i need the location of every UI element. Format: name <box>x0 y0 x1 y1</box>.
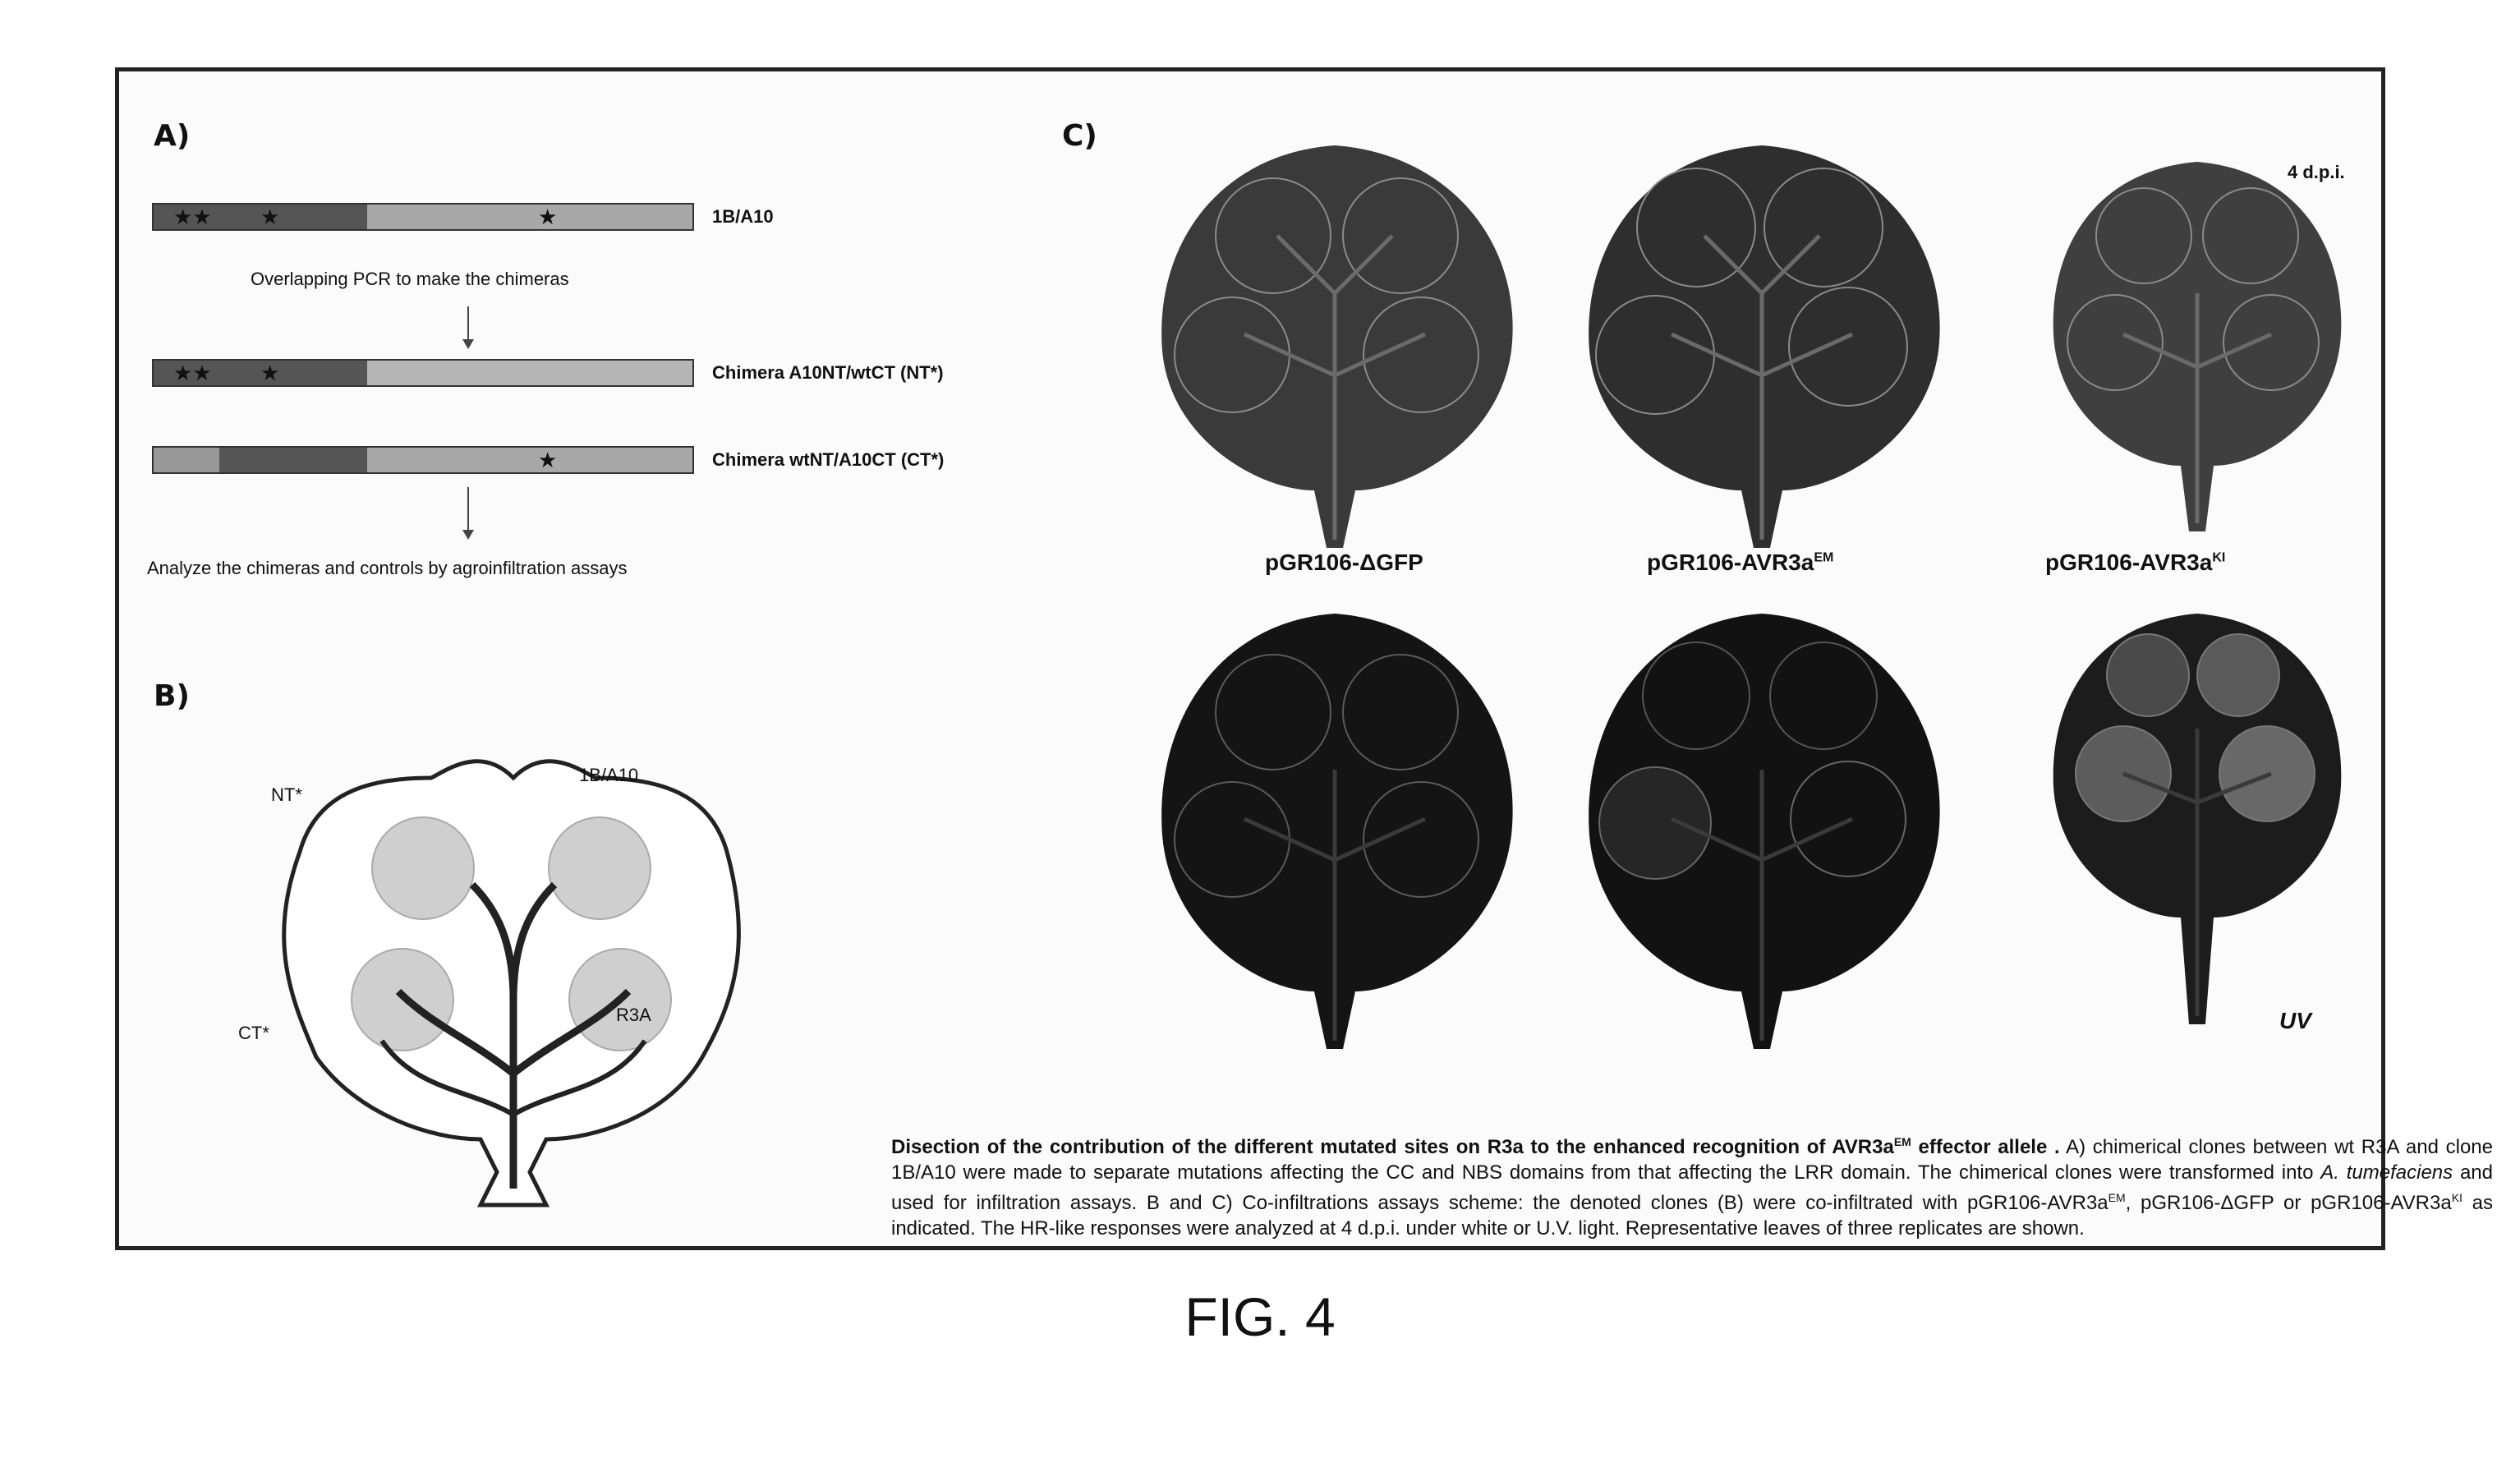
leaf-ki-uv <box>2053 614 2342 1024</box>
panel-a-label: A) <box>154 119 190 153</box>
mutation-star-icon: ★ <box>538 448 557 472</box>
construct-bar-ct: ★ <box>152 446 694 474</box>
mutation-star-icon: ★★ <box>173 205 212 229</box>
leaf-label-ki: pGR106-AVR3aKI <box>2045 550 2225 576</box>
uv-label: UV <box>2279 1008 2311 1034</box>
leaf-ki-white <box>2053 162 2342 531</box>
leaf-dgfp-uv <box>1161 614 1512 1049</box>
construct-bar-nt: ★★ ★ <box>152 359 694 387</box>
arrowhead-icon <box>462 530 474 540</box>
panel-b-label: B) <box>154 679 190 713</box>
leaf-em-uv <box>1589 614 1939 1049</box>
ct-label: CT* <box>238 1023 269 1044</box>
leaf-photos-white-light <box>1138 129 2419 556</box>
b1a10-label: 1B/A10 <box>579 765 638 786</box>
r3a-label: R3A <box>616 1005 651 1026</box>
leaf-label-em: pGR106-AVR3aEM <box>1647 550 1833 576</box>
leaf-dgfp-white <box>1161 145 1512 548</box>
analyze-text: Analyze the chimeras and controls by agr… <box>147 558 628 579</box>
panel-c-label: C) <box>1062 119 1097 153</box>
mutation-star-icon: ★ <box>260 205 279 229</box>
mutation-star-icon: ★ <box>538 205 557 229</box>
arrow-down-icon <box>467 487 469 533</box>
leaf-em-white <box>1589 145 1939 548</box>
arrowhead-icon <box>462 339 474 349</box>
overlapping-pcr-text: Overlapping PCR to make the chimeras <box>251 269 569 290</box>
figure-number: FIG. 4 <box>0 1286 2520 1348</box>
leaf-label-dgfp: pGR106-ΔGFP <box>1265 550 1423 576</box>
arrow-down-icon <box>467 306 469 343</box>
caption-title: Disection of the contribution of the dif… <box>891 1136 2060 1158</box>
mutation-star-icon: ★★ <box>173 361 212 385</box>
bar-nt-label: Chimera A10NT/wtCT (NT*) <box>712 362 944 384</box>
nt-label: NT* <box>271 784 302 806</box>
construct-bar-1b-a10: ★★ ★ ★ <box>152 203 694 231</box>
infiltration-scheme-leaf <box>267 729 760 1221</box>
figure-frame: A) ★★ ★ ★ 1B/A10 Overlapping PCR to make… <box>115 67 2385 1250</box>
figure-caption: Disection of the contribution of the dif… <box>891 1129 2493 1241</box>
leaf-photos-uv-light <box>1138 597 2419 1057</box>
mutation-star-icon: ★ <box>260 361 279 385</box>
bar-1b-a10-label: 1B/A10 <box>712 206 774 228</box>
bar-ct-label: Chimera wtNT/A10CT (CT*) <box>712 449 944 471</box>
